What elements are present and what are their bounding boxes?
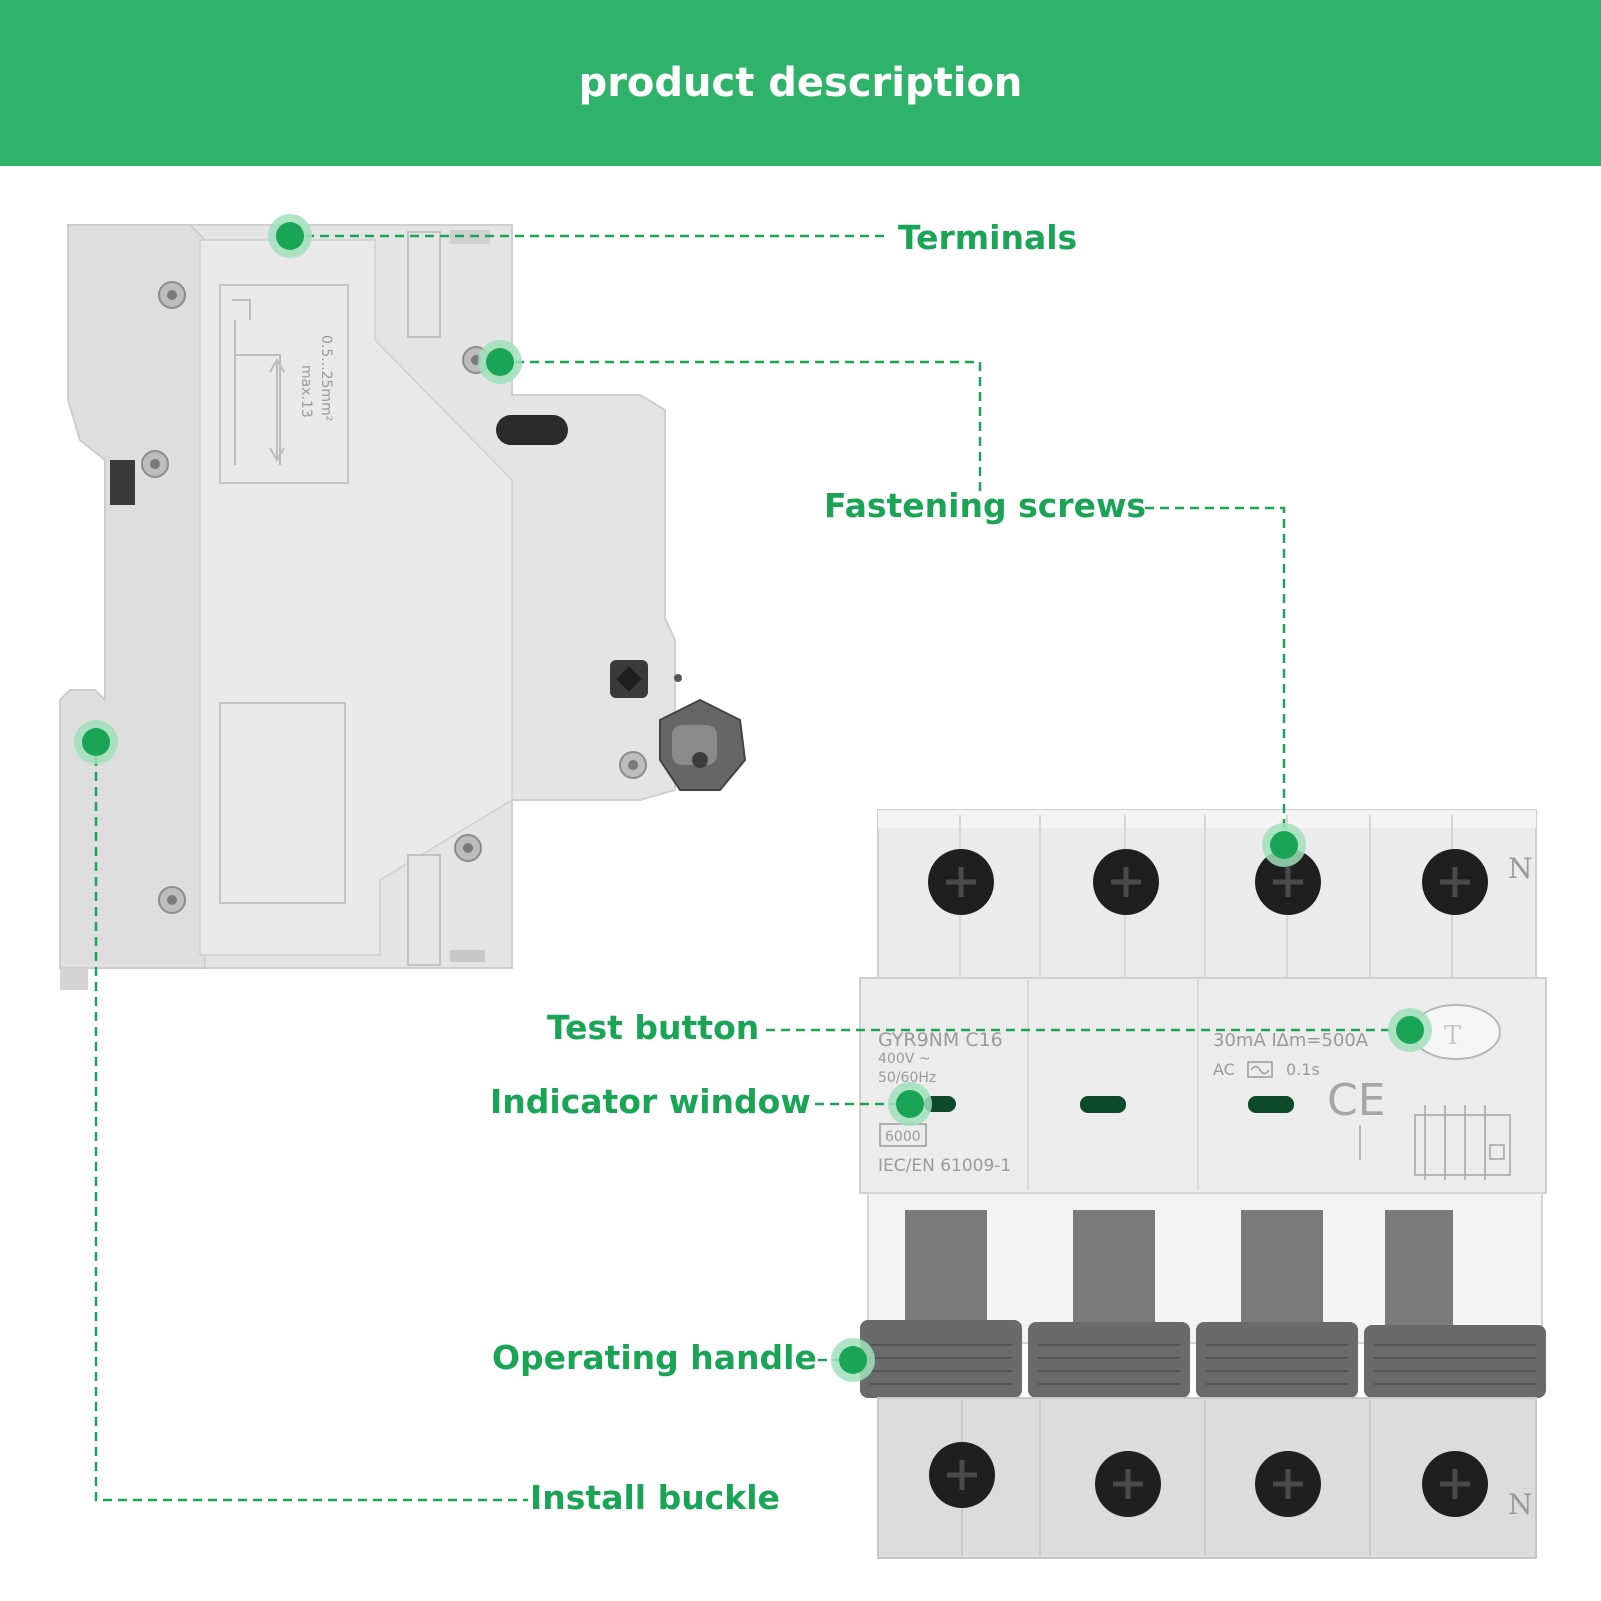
standard-label: IEC/EN 61009-1 — [878, 1156, 1011, 1176]
test-button-label-text: Test button — [547, 1008, 760, 1047]
voltage-label: 400V ~ — [878, 1051, 930, 1067]
leader-lines — [94, 234, 1400, 1502]
test-button-label: T — [1444, 1021, 1462, 1051]
wire-spec-label: 0.5...25mm² — [318, 335, 334, 421]
frequency-label: 50/60Hz — [878, 1070, 936, 1086]
page-title: product description — [578, 60, 1023, 106]
max-spec-label: max.13 — [298, 365, 314, 418]
callout-markers — [74, 214, 1432, 1382]
front-view-breaker: N GYR9NM C16 400V ~ 50/60Hz 6000 IEC/EN … — [859, 809, 1547, 1559]
wiring-diagram-icon — [1359, 1105, 1511, 1180]
ce-mark: CE — [1327, 1075, 1386, 1126]
install-buckle-label: Install buckle — [530, 1478, 780, 1517]
type-ac-label: AC — [1213, 1060, 1235, 1079]
operating-handle-label: Operating handle — [492, 1338, 817, 1377]
rating-label: 30mA I∆m=500A — [1213, 1030, 1369, 1051]
side-view-breaker: 0.5...25mm² max.13 — [59, 224, 747, 990]
neutral-label-top: N — [1508, 852, 1533, 885]
title-banner: product description — [0, 0, 1601, 166]
trip-time-label: 0.1s — [1286, 1060, 1320, 1079]
terminals-label: Terminals — [898, 218, 1078, 257]
breaking-capacity-label: 6000 — [885, 1129, 921, 1145]
model-label: GYR9NM C16 — [878, 1029, 1003, 1051]
indicator-window-label: Indicator window — [490, 1082, 811, 1121]
neutral-label-bottom: N — [1508, 1488, 1533, 1521]
fastening-screws-label: Fastening screws — [824, 486, 1147, 525]
